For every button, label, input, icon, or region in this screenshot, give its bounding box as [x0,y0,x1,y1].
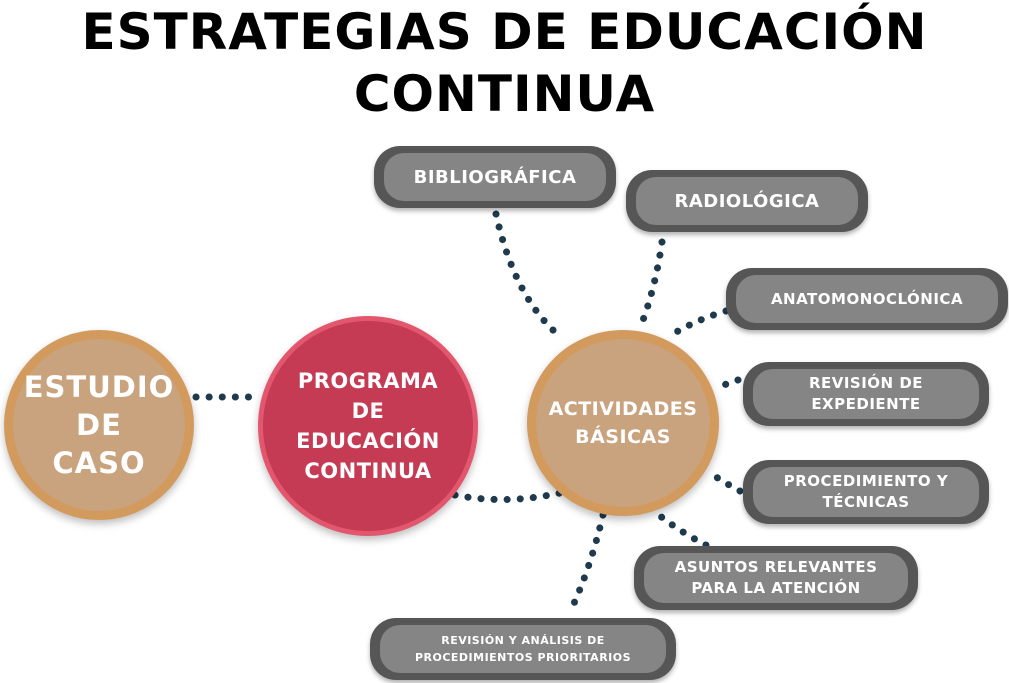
actividades-line-1: ACTIVIDADES [548,398,698,420]
pill-procedimiento-tecnicas: PROCEDIMIENTO Y TÉCNICAS [743,460,989,524]
page-title-line-1: ESTRATEGIAS DE EDUCACIÓN [81,3,928,61]
connector-bibliografica [492,210,566,342]
pill-bibliografica-label: BIBLIOGRÁFICA [413,166,577,188]
connector-programa-actividades [451,489,564,504]
connector-procedimiento [706,469,744,495]
pill-revision-analisis-line-1: REVISIÓN Y ANÁLISIS DE [441,634,605,647]
connector-radiologica [636,238,666,332]
programa-line-3: EDUCACIÓN [296,429,440,453]
connector-anatomo [664,307,730,341]
estudio-de-caso-circle: ESTUDIO DE CASO [4,330,194,520]
estudio-line-1: ESTUDIO [23,370,175,404]
pill-revision-analisis-line-2: PROCEDIMIENTOS PRIORITARIOS [414,651,632,664]
pill-revision-expediente: REVISIÓN DE EXPEDIENTE [743,362,989,426]
programa-line-1: PROGRAMA [297,369,439,393]
programa-circle: PROGRAMA DE EDUCACIÓN CONTINUA [258,316,478,536]
actividades-line-2: BÁSICAS [575,426,671,448]
page-title-line-2: CONTINUA [353,65,656,123]
pill-procedimiento-line-2: TÉCNICAS [822,493,910,511]
pill-anatomonoclonica: ANATOMONOCLÓNICA [726,268,1008,330]
programa-line-2: DE [351,399,385,423]
pill-revision-exp-line-1: REVISIÓN DE [808,374,924,392]
pill-radiologica: RADIOLÓGICA [626,170,868,232]
connector-revision-exp [713,376,742,392]
connector-revision-analisis [566,511,607,616]
pill-procedimiento-line-1: PROCEDIMIENTO Y [783,472,949,490]
pill-revision-analisis: REVISIÓN Y ANÁLISIS DE PROCEDIMIENTOS PR… [370,618,676,680]
connector-asuntos [651,508,710,549]
actividades-basicas-circle: ACTIVIDADES BÁSICAS [527,330,719,516]
pill-asuntos-line-2: PARA LA ATENCIÓN [691,579,861,597]
pill-anatomo-label: ANATOMONOCLÓNICA [770,290,964,308]
programa-line-4: CONTINUA [304,459,432,483]
pill-asuntos-relevantes: ASUNTOS RELEVANTES PARA LA ATENCIÓN [634,546,918,610]
pill-bibliografica: BIBLIOGRÁFICA [374,146,616,208]
estudio-line-3: CASO [52,446,146,480]
pill-asuntos-line-1: ASUNTOS RELEVANTES [674,558,878,576]
pill-radiologica-label: RADIOLÓGICA [674,190,820,212]
estudio-line-2: DE [76,408,122,442]
pill-revision-exp-line-2: EXPEDIENTE [811,395,921,413]
